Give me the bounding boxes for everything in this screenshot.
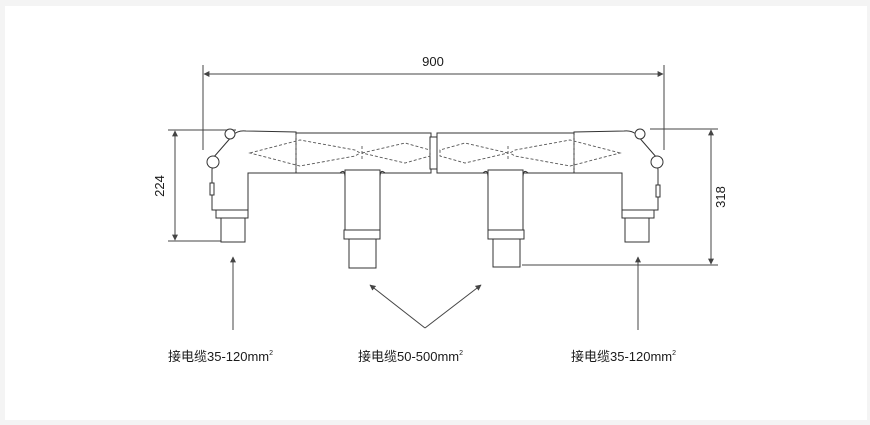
left-elbow-cap bbox=[224, 128, 236, 140]
right-tee-ring bbox=[487, 229, 525, 240]
right-socket-ring bbox=[621, 209, 655, 219]
left-tee-ring bbox=[343, 229, 381, 240]
right-tee-socket bbox=[492, 238, 521, 268]
width-dimension bbox=[202, 65, 665, 150]
right-height-dimension bbox=[522, 128, 718, 266]
left-center-clamp bbox=[429, 136, 438, 170]
width-dimension-label: 900 bbox=[422, 54, 444, 69]
left-height-label: 224 bbox=[152, 175, 167, 197]
right-elbow-cap bbox=[634, 128, 646, 140]
callout-center-label: 接电缆50-500mm2 bbox=[358, 349, 463, 364]
callout-left-label: 接电缆35-120mm2 bbox=[168, 349, 273, 364]
right-elbow-knob bbox=[650, 155, 664, 169]
right-height-label: 318 bbox=[713, 186, 728, 208]
left-side-tab bbox=[209, 182, 215, 196]
right-tee-leg bbox=[487, 169, 524, 231]
callout-right-label: 接电缆35-120mm2 bbox=[571, 349, 676, 364]
right-socket bbox=[624, 217, 650, 243]
connector-drawing bbox=[206, 128, 664, 269]
left-tee-socket bbox=[348, 238, 377, 269]
callout-arrows bbox=[230, 256, 641, 330]
tee-shoulders bbox=[339, 170, 529, 179]
left-socket-ring bbox=[215, 209, 249, 219]
left-socket bbox=[220, 217, 246, 243]
left-tee-leg bbox=[344, 169, 381, 231]
right-bushing-section bbox=[436, 132, 575, 174]
internal-dashed-lines bbox=[248, 135, 622, 171]
left-elbow-knob bbox=[206, 155, 220, 169]
right-side-tab bbox=[655, 184, 661, 198]
